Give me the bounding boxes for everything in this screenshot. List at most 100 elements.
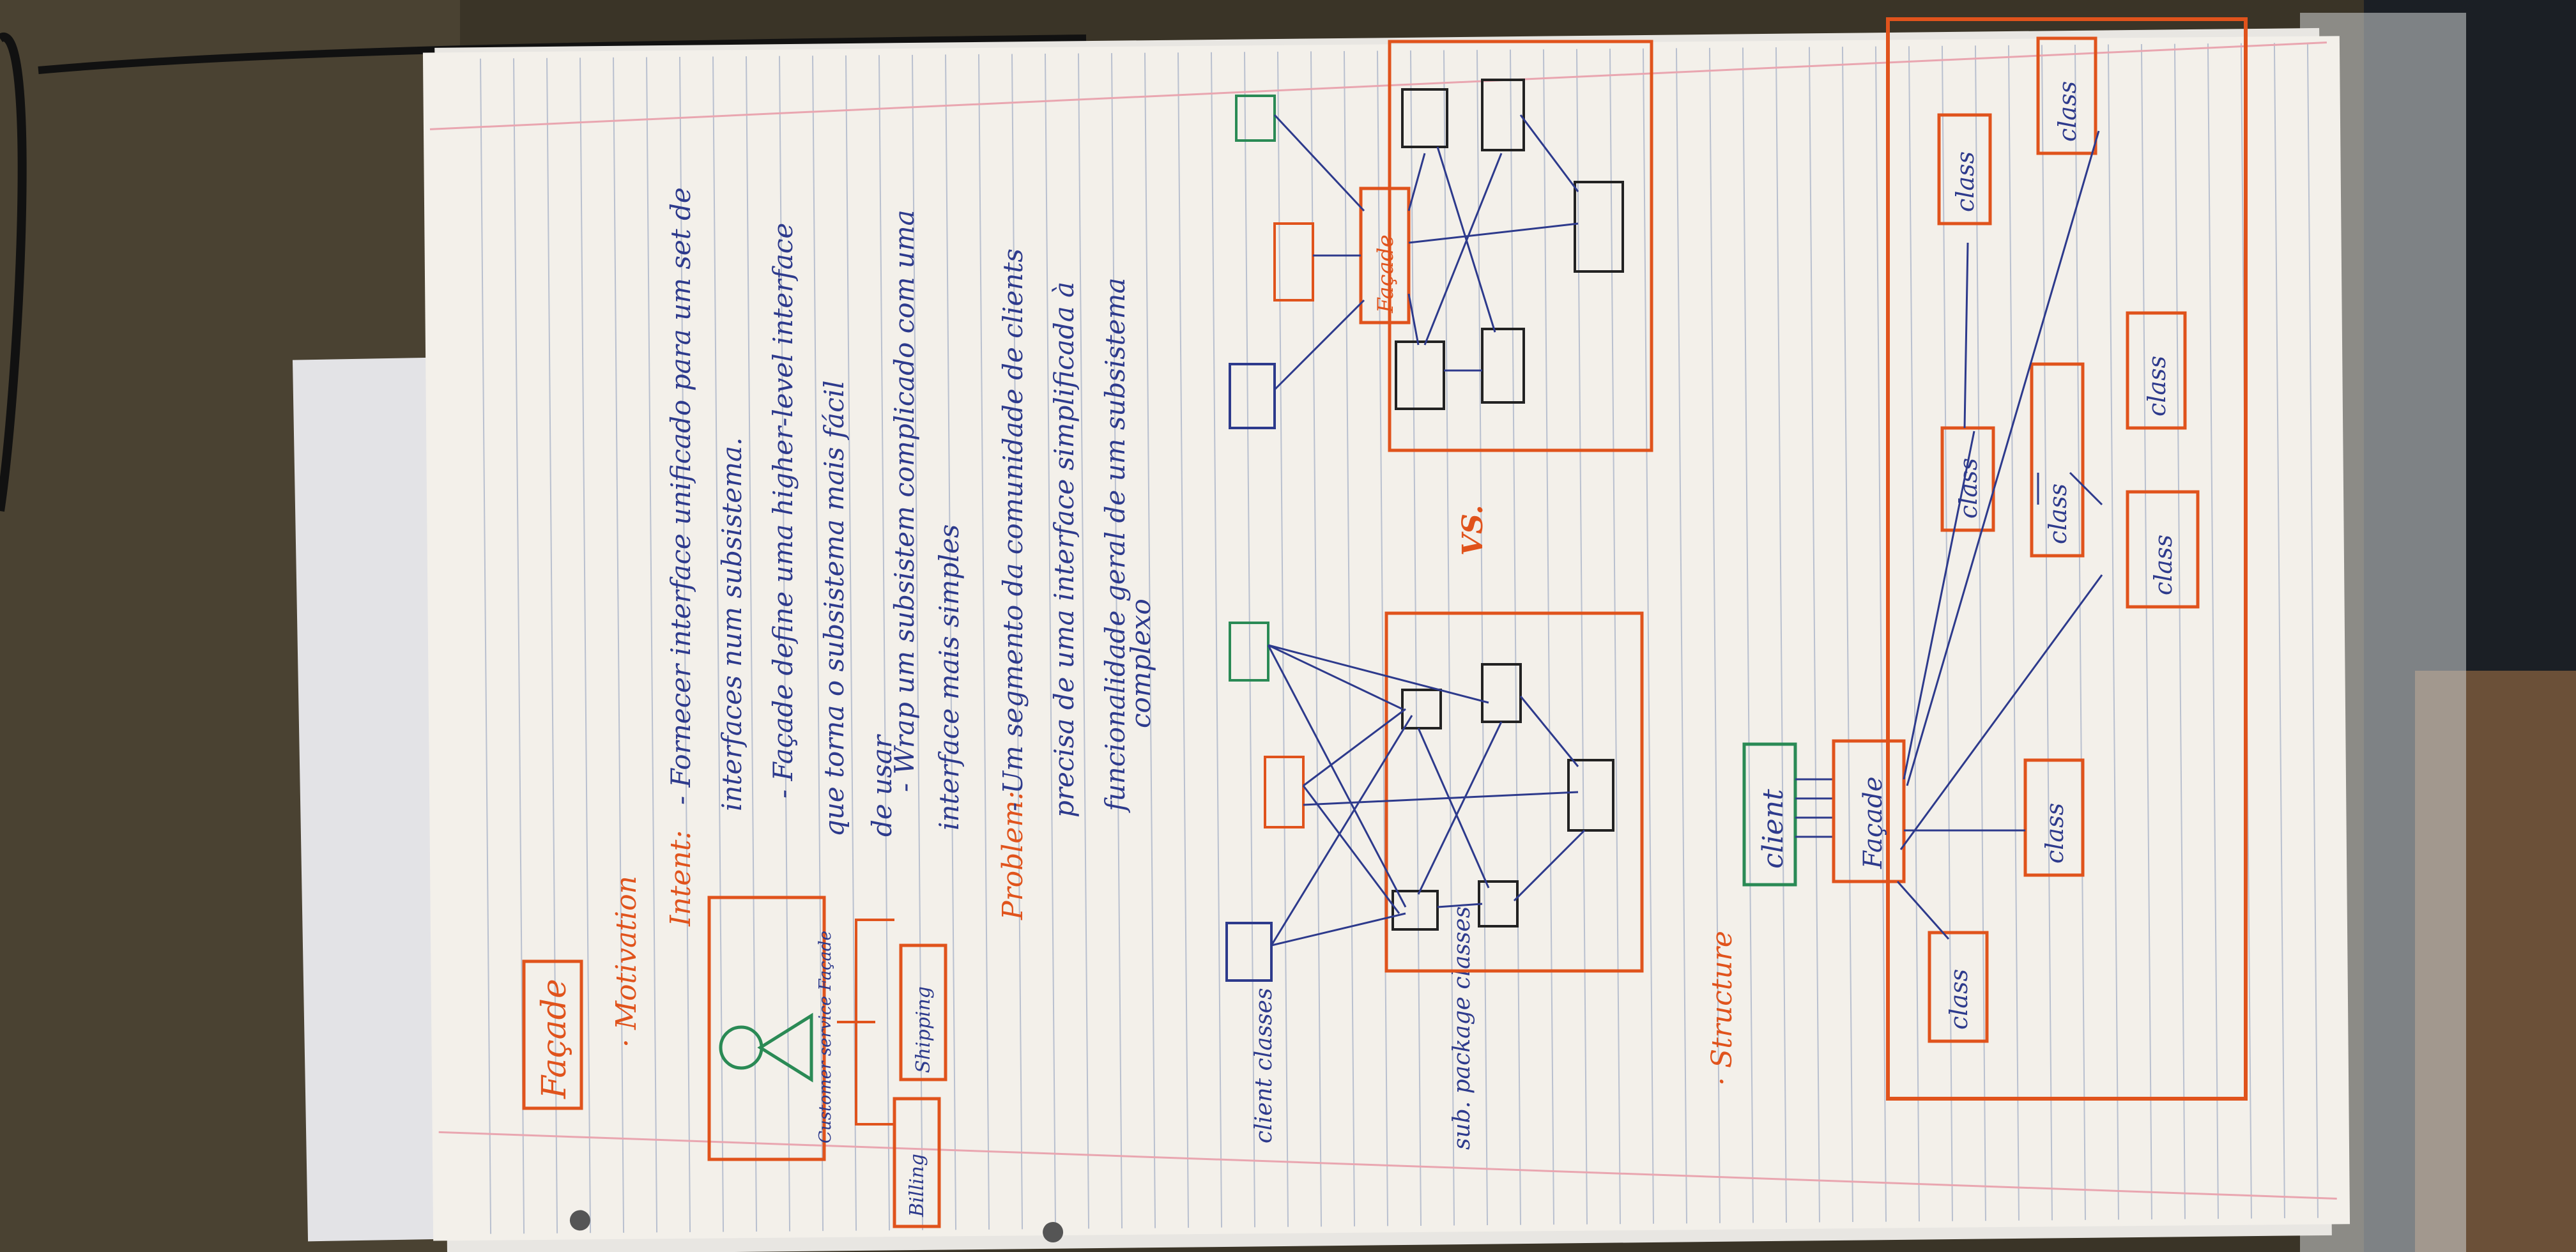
ruled-line — [1110, 53, 1123, 1229]
ruled-line — [1011, 54, 1023, 1230]
ruled-line — [1908, 46, 1920, 1222]
dependency-lines — [1273, 114, 1579, 391]
customer-service-box — [707, 896, 826, 1161]
title: Façade — [535, 979, 574, 1099]
ruled-line — [1575, 49, 1588, 1225]
subsystem-boundary — [1388, 40, 1653, 452]
class-box: class — [2126, 311, 2187, 430]
ruled-line — [1409, 50, 1422, 1226]
ruled-line — [1077, 53, 1090, 1229]
problem-lines: - Um segmento da comunidade de clients p… — [997, 248, 1156, 818]
facade-box — [1832, 739, 1906, 883]
ruled-line — [1343, 50, 1356, 1226]
class-label: class — [1945, 969, 1973, 1030]
client-box — [1742, 742, 1797, 887]
structure-heading: · Structure — [1706, 931, 1738, 1086]
class-box — [1567, 759, 1614, 832]
client-box — [1264, 756, 1305, 828]
class-box: class — [1928, 931, 1989, 1043]
customer-label: Customer service Façade — [816, 931, 835, 1143]
title-box — [522, 959, 583, 1110]
intent-lines: - Fornecer interface unificado para um s… — [665, 187, 965, 837]
problem-line: complexo — [1125, 599, 1156, 728]
motivation-heading: · Motivation — [610, 876, 643, 1048]
intent-line: - Façade define uma higher-level interfa… — [767, 223, 799, 798]
ruled-line — [2140, 44, 2152, 1219]
ruled-line — [977, 54, 990, 1230]
ruled-line — [712, 56, 724, 1232]
binder-hole — [1043, 1221, 1064, 1242]
ruled-line — [1210, 52, 1223, 1228]
customer-diagram: Customer service Façade Shipping Billing — [707, 896, 947, 1228]
ruled-line — [1941, 45, 1953, 1221]
class-label: class — [1951, 151, 1979, 212]
ruled-line — [1542, 49, 1555, 1225]
intent-line: - Fornecer interface unificado para um s… — [665, 187, 696, 805]
ruled-line — [746, 56, 758, 1232]
ruled-line — [2174, 43, 2186, 1219]
ruled-line — [2007, 45, 2020, 1221]
structure-diagram: client Façade class class class class class c… — [1742, 17, 2248, 1101]
client-box — [1225, 922, 1273, 982]
problem-line: - Um segmento da comunidade de clients — [997, 248, 1029, 811]
client-box-label: client — [1757, 789, 1790, 869]
ruled-line — [679, 56, 691, 1232]
client-box — [1273, 222, 1314, 302]
ruled-line — [546, 57, 558, 1233]
ruled-line — [779, 56, 791, 1232]
ruled-line — [480, 58, 492, 1234]
ruled-line — [1509, 49, 1522, 1225]
class-box — [1481, 79, 1525, 151]
class-box — [1392, 890, 1439, 931]
ruled-line — [646, 57, 658, 1233]
ruled-line — [845, 55, 857, 1231]
facade-box-label: Façade — [1373, 234, 1399, 314]
ruled-line — [1675, 48, 1688, 1224]
intent-label: Intent: — [664, 830, 697, 927]
ruled-line — [1276, 51, 1289, 1227]
class-label: class — [2053, 81, 2082, 142]
ruled-line — [1974, 45, 1986, 1221]
ruled-line — [1609, 49, 1621, 1225]
diagram-with-facade: Façade — [1229, 40, 1653, 452]
ruled-line — [1376, 50, 1389, 1226]
ruled-line — [579, 57, 592, 1233]
ruled-line — [1044, 54, 1057, 1229]
subsystem-boundary — [1384, 611, 1644, 973]
class-box: class — [2023, 758, 2085, 877]
ruled-line — [2041, 45, 2053, 1221]
binder-hole — [569, 1210, 590, 1231]
class-box — [1401, 88, 1448, 148]
class-box: class — [2030, 362, 2085, 558]
ruled-line — [1708, 47, 1721, 1223]
structure-lines — [1896, 130, 2103, 940]
top-margin-line — [429, 42, 2327, 130]
ruled-line — [1243, 52, 1256, 1228]
ruled-line — [1177, 52, 1190, 1228]
ruled-line — [812, 56, 824, 1232]
intent-line: interface mais simples — [933, 524, 965, 830]
bottom-margin-line — [438, 1131, 2337, 1200]
ruled-line — [1808, 47, 1821, 1223]
problem-line: funcionalidade geral de um subsistema — [1100, 278, 1131, 813]
ruled-line — [1443, 50, 1455, 1226]
intent-line: - Wrap um subsistem complicado com uma — [889, 210, 920, 792]
ruled-line — [2107, 44, 2119, 1220]
client-box — [1229, 622, 1269, 682]
intent-line: de usar — [866, 733, 898, 837]
subsystem-boundary — [1886, 17, 2248, 1101]
ruled-line — [878, 55, 891, 1231]
client-classes-label: client classes — [1251, 988, 1277, 1143]
class-box — [1574, 181, 1624, 273]
cable — [0, 33, 27, 512]
client-box — [1229, 363, 1276, 429]
structure-facade-label: Façade — [1859, 777, 1888, 869]
diagram-without-facade — [1225, 611, 1644, 982]
ruled-line — [2273, 43, 2285, 1219]
ruled-line — [1144, 52, 1156, 1228]
problem-label: Problem: — [997, 791, 1029, 920]
ruled-line — [911, 54, 924, 1230]
class-label: class — [2143, 356, 2171, 416]
class-label: class — [2149, 535, 2177, 595]
billing-label: Billing — [906, 1154, 928, 1218]
